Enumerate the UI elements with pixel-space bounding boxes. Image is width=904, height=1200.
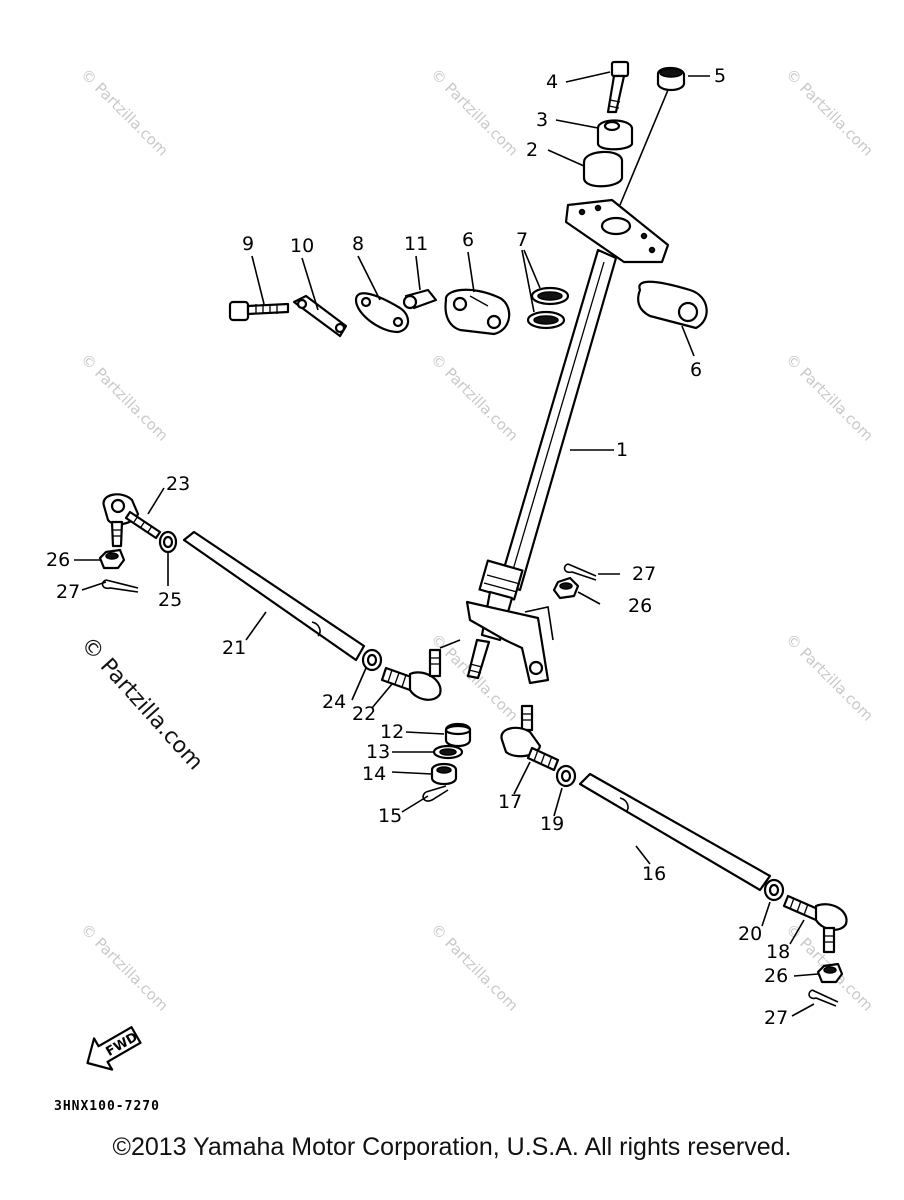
callout-25: 25 — [158, 589, 182, 611]
nut-24 — [361, 648, 383, 672]
callout-3: 3 — [536, 109, 548, 131]
clamp-6-right — [637, 280, 708, 330]
callout-14: 14 — [362, 763, 386, 785]
nut-26-left — [98, 548, 126, 570]
top-bracket — [564, 198, 670, 264]
collar-11 — [402, 288, 438, 310]
nut-26-right — [552, 576, 580, 600]
cotter-pin-27-left — [101, 579, 139, 593]
watermark: © Partzilla.com — [782, 630, 877, 725]
watermark: © Partzilla.com — [782, 350, 877, 445]
handlebar-holder — [582, 119, 634, 188]
cotter-pin-15 — [422, 785, 449, 802]
plate-8 — [354, 292, 410, 334]
watermark: © Partzilla.com — [782, 65, 877, 160]
copyright-notice: ©2013 Yamaha Motor Corporation, U.S.A. A… — [112, 1133, 792, 1161]
callout-26-right: 26 — [628, 595, 652, 617]
nut-25 — [158, 530, 178, 554]
callout-20: 20 — [738, 923, 762, 945]
cotter-pin-27-bottom — [808, 989, 839, 1007]
callout-7: 7 — [516, 229, 528, 251]
callout-18: 18 — [766, 941, 790, 963]
callout-5: 5 — [714, 65, 726, 87]
callout-9: 9 — [242, 233, 254, 255]
callout-26-left: 26 — [46, 549, 70, 571]
callout-19: 19 — [540, 813, 564, 835]
callout-10: 10 — [290, 235, 314, 257]
callout-23: 23 — [166, 473, 190, 495]
callout-24: 24 — [322, 691, 346, 713]
callout-21: 21 — [222, 637, 246, 659]
steering-column — [439, 248, 618, 685]
watermark: © Partzilla.com — [77, 350, 172, 445]
callout-11: 11 — [404, 233, 428, 255]
bolt-9 — [228, 300, 290, 322]
callout-16: 16 — [642, 863, 666, 885]
callout-17: 17 — [498, 791, 522, 813]
callout-26-bottom: 26 — [764, 965, 788, 987]
washer-13 — [432, 744, 464, 760]
rings-7 — [526, 286, 570, 330]
tie-rod-end-17 — [500, 704, 560, 772]
nut-14 — [430, 762, 458, 786]
callout-27-left: 27 — [56, 581, 80, 603]
callout-15: 15 — [378, 805, 402, 827]
callout-27-bottom: 27 — [764, 1007, 788, 1029]
cap-5 — [619, 66, 686, 206]
lock-plate-10 — [292, 294, 348, 338]
watermark: © Partzilla.com — [427, 65, 522, 160]
clamp-6-left — [444, 288, 511, 336]
callout-6-right: 6 — [690, 359, 702, 381]
callout-2: 2 — [526, 139, 538, 161]
callout-13: 13 — [366, 741, 390, 763]
callout-27-right: 27 — [632, 563, 656, 585]
nut-19 — [555, 764, 577, 788]
watermark: © Partzilla.com — [427, 920, 522, 1015]
callout-1: 1 — [616, 439, 628, 461]
tie-rod-16 — [578, 772, 772, 892]
watermark: © Partzilla.com — [427, 350, 522, 445]
callout-12: 12 — [380, 721, 404, 743]
callout-4: 4 — [546, 71, 558, 93]
diagram-code: 3HNX100-7270 — [54, 1099, 160, 1114]
nut-26-bottom — [816, 962, 844, 984]
fwd-arrow-icon: FWD — [86, 1026, 142, 1071]
callout-8: 8 — [352, 233, 364, 255]
callout-22: 22 — [352, 703, 376, 725]
bolt-4 — [606, 60, 630, 114]
tie-rod-21 — [182, 530, 366, 662]
tie-rod-end-18 — [782, 894, 848, 954]
callout-labels: 1 2 3 4 5 6 6 7 8 9 10 11 12 13 14 15 16… — [46, 65, 790, 1029]
tie-rod-end-23 — [102, 493, 162, 548]
cotter-pin-27-right — [563, 563, 597, 581]
watermark-large: © Partzilla.com — [76, 632, 208, 775]
watermark: © Partzilla.com — [77, 65, 172, 160]
leader-lines — [74, 71, 819, 1017]
watermark: © Partzilla.com — [77, 920, 172, 1015]
nut-20 — [763, 878, 785, 902]
collar-12 — [444, 722, 472, 748]
tie-rod-end-22 — [380, 648, 442, 701]
callout-6-left: 6 — [462, 229, 474, 251]
